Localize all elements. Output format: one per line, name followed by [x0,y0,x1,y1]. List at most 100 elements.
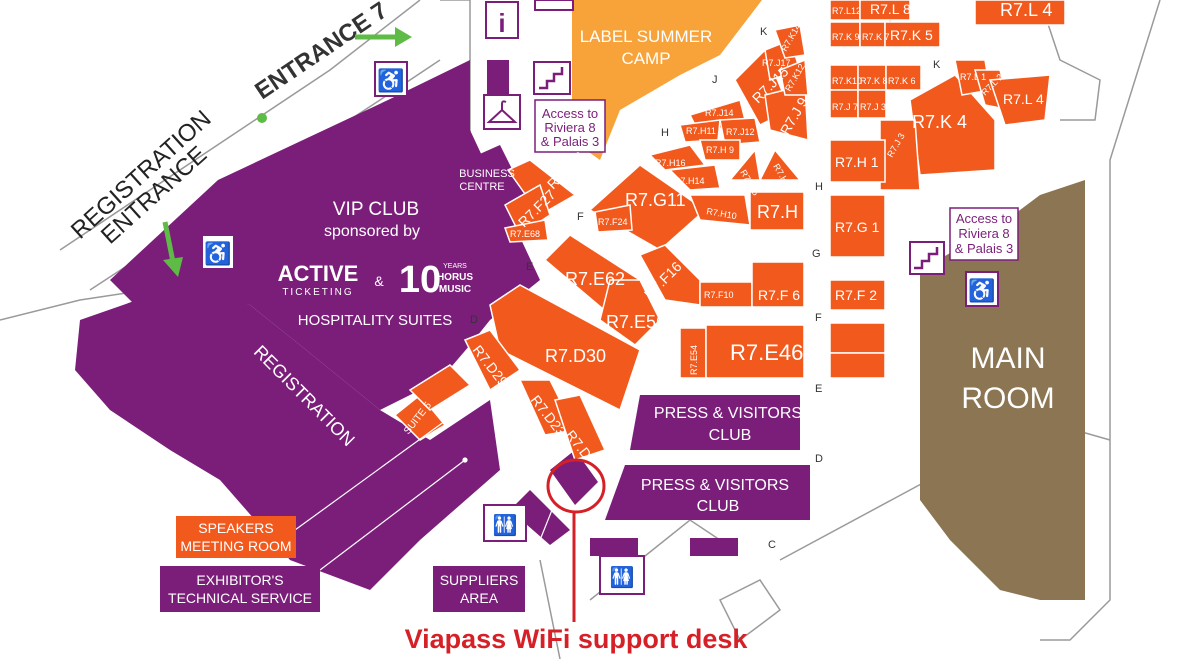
booth-h1: R7.H 1 [835,154,879,170]
vip-club-area [110,60,540,410]
speakers-callout: SPEAKERS MEETING ROOM [176,516,296,558]
active-ticketing-sub: TICKETING [282,287,353,298]
business-centre-1: BUSINESS [459,168,515,180]
label-summer-camp-1: LABEL SUMMER [580,27,713,46]
aisle-e-left: E [526,261,533,273]
purple-block-1 [590,538,638,556]
horus-music-2: MUSIC [439,284,471,295]
booth-f24: R7.F24 [598,217,628,227]
press-club-2-line2: CLUB [697,498,740,515]
exhibitor-callout: EXHIBITOR'S TECHNICAL SERVICE [160,566,320,612]
aisle-c: C [768,539,776,551]
aisle-e-right: E [815,383,822,395]
access-2-line2: Riviera 8 [958,226,1009,241]
svg-text:🚻: 🚻 [493,513,518,537]
exhibitor-line2: TECHNICAL SERVICE [168,590,312,606]
booth-e68: R7.E68 [510,229,540,239]
horus-music-1: HORUS [437,272,473,283]
booth-k6: R7.K 6 [888,76,916,86]
svg-text:i: i [498,8,505,38]
booth-h4: R7.H 4 [757,202,813,222]
access-1-line3: & Palais 3 [541,134,600,149]
aisle-f-left: F [577,211,584,223]
business-centre-2: CENTRE [459,181,504,193]
aisle-g: G [812,248,821,260]
svg-text:♿: ♿ [968,278,995,303]
booth-k5: R7.K 5 [890,27,933,43]
purple-block-2 [690,538,738,556]
booth-h9: R7.H 9 [706,145,734,155]
main-room-1: MAIN [971,342,1046,375]
wheelchair-icon: ♿ [201,234,235,270]
booth-f2: R7.F 2 [835,287,877,303]
booth-l8: R7.L 8 [870,1,911,17]
wheelchair-icon: ♿ [374,61,408,97]
purple-block-3 [487,60,509,100]
press-club-1-line1: PRESS & VISITORS [654,405,802,422]
press-club-1-line2: CLUB [709,427,752,444]
aisle-j: J [712,74,718,86]
booth-j3: R7.J 3 [860,102,886,112]
speakers-line1: SPEAKERS [198,520,273,536]
access-1-line2: Riviera 8 [544,120,595,135]
speakers-line2: MEETING ROOM [180,538,291,554]
booth-j7: R7.J 7 [832,102,858,112]
booth-j14: R7.J14 [705,108,734,118]
press-club-2-line1: PRESS & VISITORS [641,477,789,494]
booth-k10: R7.K10 [832,76,862,86]
booth-g1: R7.G 1 [835,219,880,235]
wifi-desk-highlight-circle [546,458,606,514]
suppliers-line1: SUPPLIERS [440,572,519,588]
registration-arrow-icon [162,221,183,277]
booth-j17: R7.J17 [762,58,791,68]
orange-booths [393,0,1066,461]
press-club-2 [605,465,810,520]
aisle-k-right: K [933,59,941,71]
svg-text:♿: ♿ [377,68,404,93]
booth-e46: R7.E46 [730,340,803,365]
suppliers-callout: SUPPLIERS AREA [433,566,525,612]
aisle-k-left: K [760,26,768,38]
booth-h16: R7.H16 [655,158,686,168]
stairs-icon [533,61,571,95]
suppliers-desk-1 [510,490,570,545]
stairs-icon [909,241,945,275]
access-2-line3: & Palais 3 [955,241,1014,256]
sponsor-ampersand: & [374,273,384,289]
stairs-icon [534,0,574,11]
booth-f26: R7.F26 [544,148,588,192]
entrance-7-label: ENTRANCE 7 [250,0,392,105]
aisle-labels: K K J H H G F F E E D D C [470,26,941,551]
vip-club-sponsor: sponsored by [324,223,420,240]
vip-club-title: VIP CLUB [333,199,419,220]
access-box-1: Access to Riviera 8 & Palais 3 [534,99,606,153]
booth-e54: R7.E54 [689,345,699,375]
aisle-h-left: H [661,127,669,139]
wifi-desk-label: Viapass WiFi support desk [405,624,749,654]
main-room-area [920,180,1085,600]
booth-j12: R7.J12 [726,127,755,137]
booth-f10: R7.F10 [704,290,734,300]
booth-k8: R7.K 8 [860,76,888,86]
svg-text:♿: ♿ [204,241,231,266]
booth-h14: R7.H14 [674,176,705,186]
booth-k7: R7.K 7 [862,32,890,42]
booth-l12: R7.L12 [832,6,861,16]
booth-e62: R7.E62 [565,269,625,289]
aisle-d-right: D [815,453,823,465]
wheelchair-icon: ♿ [965,271,999,307]
main-room-2: ROOM [961,382,1054,415]
horus-years-number: 10 [399,259,441,301]
aisle-h-right: H [815,181,823,193]
press-club-1 [630,395,800,450]
booth-e56: R7.E56 [606,312,666,332]
label-summer-camp-2: CAMP [621,49,670,68]
booth-g11: R7.G11 [625,190,686,210]
info-icon: i [485,1,519,39]
booth-l4a: R7.L 4 [1000,0,1052,20]
label-summer-camp-area [572,0,762,160]
cloakroom-icon [483,94,521,130]
booth-f6: R7.F 6 [758,287,800,303]
booth-l1: R7.L 1 [960,72,986,82]
